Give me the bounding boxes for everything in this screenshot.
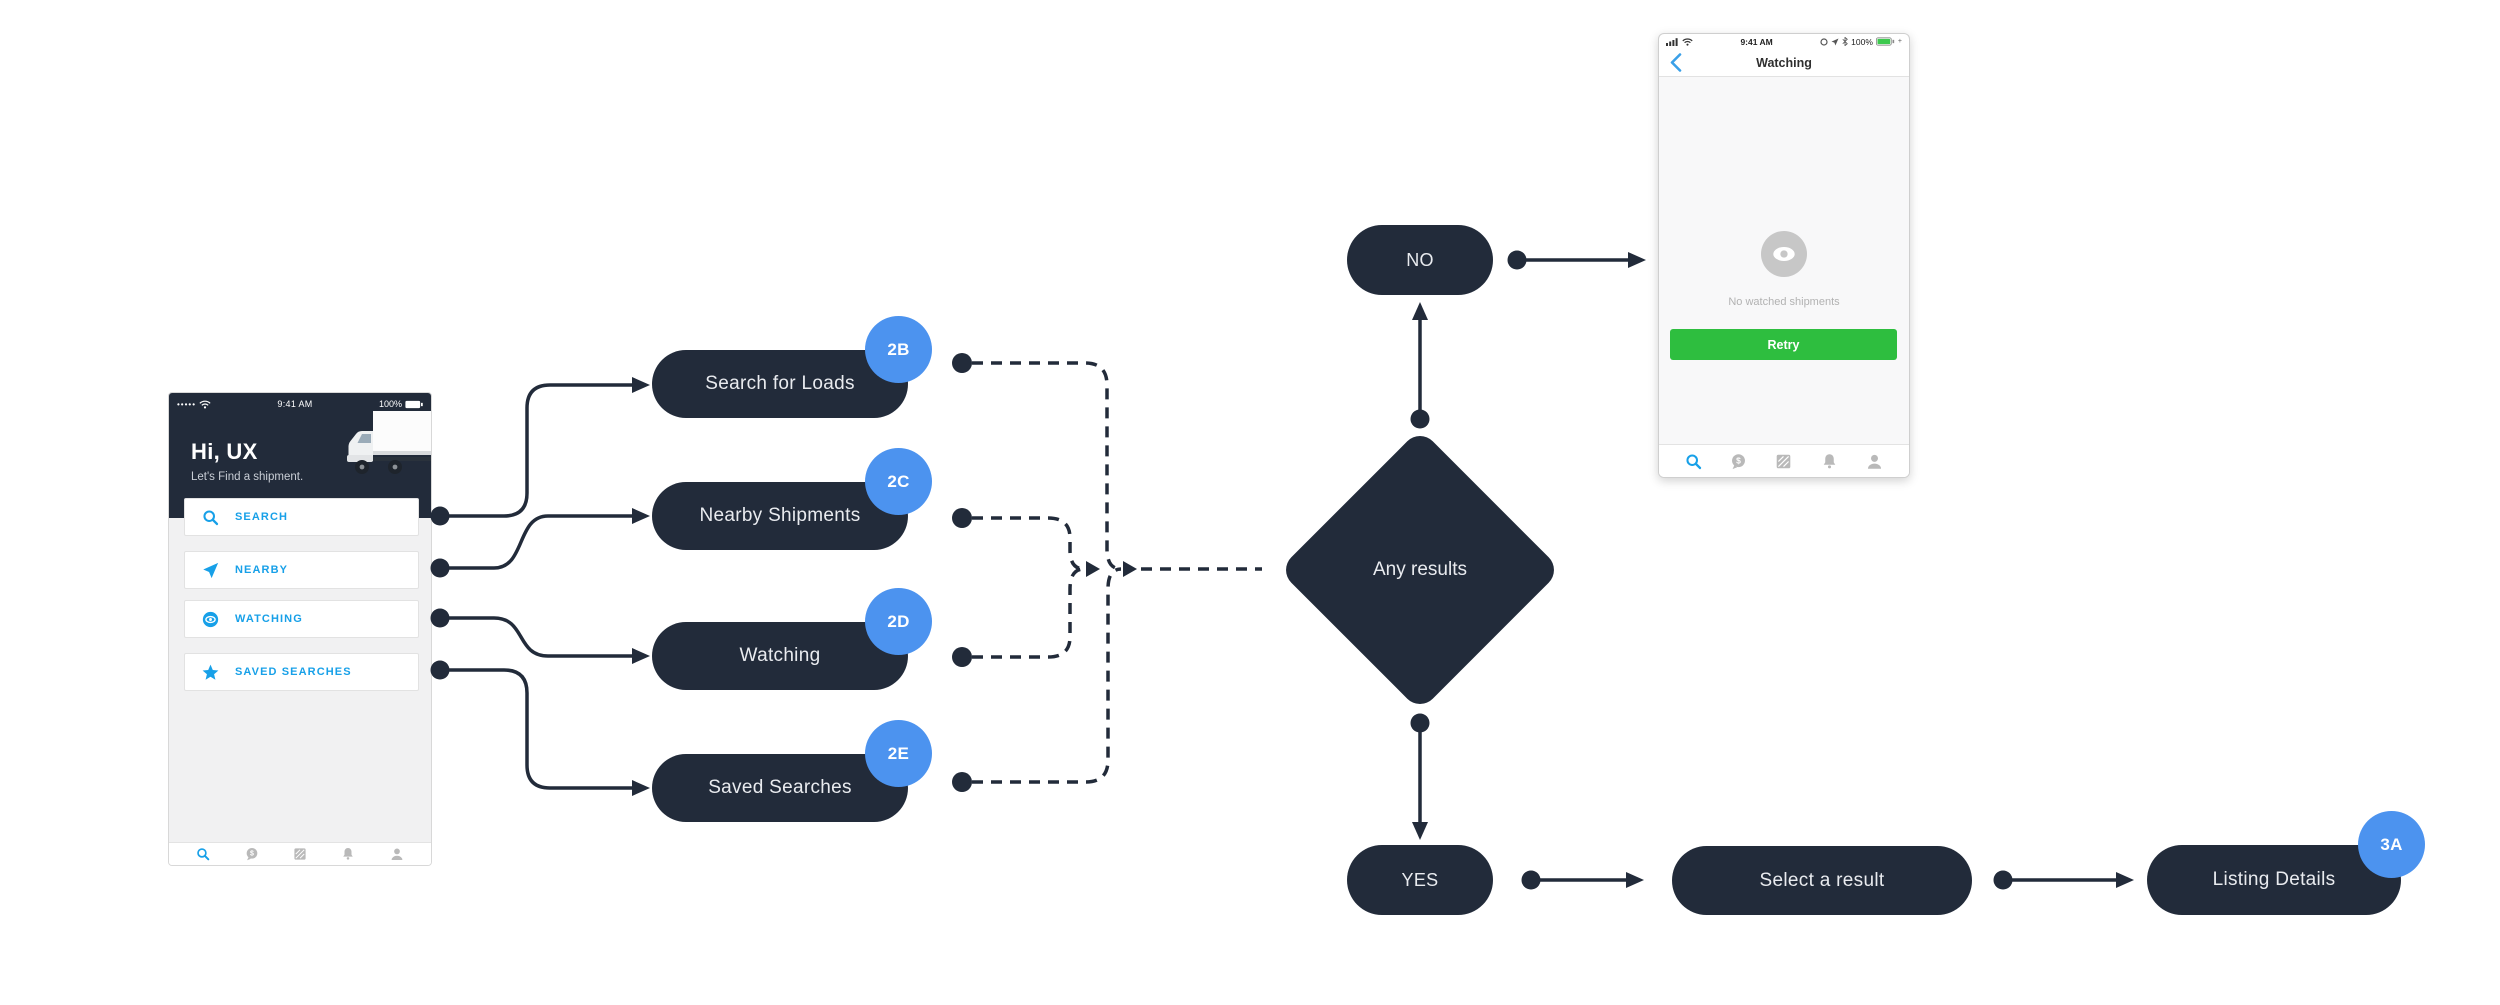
svg-text:$: $ [1736,455,1741,465]
search-icon [203,509,219,525]
watching-eye-icon [202,611,219,627]
menu-item-search[interactable]: SEARCH [184,498,419,536]
battery-percent: 100% [378,399,402,409]
step-badge-2b: 2B [865,316,932,383]
menu-item-saved-searches[interactable]: SAVED SEARCHES [184,653,419,691]
payments-bubble-icon[interactable]: $ [1730,453,1747,470]
wifi-icon [1682,37,1693,46]
charging-icon: + [1897,38,1902,45]
home-screen-mockup: ••••• 9:41 AM 100% Hi, UX Let's Find a s… [168,392,432,866]
notifications-bell-icon[interactable] [341,847,355,861]
node-label: YES [1401,869,1439,890]
empty-state-message: No watched shipments [1728,296,1840,308]
node-label: Listing Details [2212,869,2336,890]
node-label: Select a result [1759,869,1885,891]
signal-bars-icon [1666,38,1678,46]
menu-label: NEARBY [235,564,289,576]
flow-node-search-for-loads: Search for Loads 2B [652,316,932,418]
dashed-merge-to-decision [1086,561,1262,577]
connector-yes-to-select [1521,870,1644,890]
decision-any-results: Any results [1278,428,1562,712]
node-label: NO [1406,249,1434,270]
battery-icon [1875,37,1895,46]
flow-node-saved-searches: Saved Searches 2E [652,720,932,822]
orientation-lock-icon [1820,37,1828,46]
dashed-2c-to-decision [952,508,1085,571]
node-label: Nearby Shipments [699,505,861,526]
search-icon[interactable] [196,847,210,861]
connector-no-to-screen [1507,250,1646,270]
connector-saved-to-pill [430,660,650,796]
flow-node-nearby-shipments: Nearby Shipments 2C [652,448,932,550]
flow-node-watching: Watching 2D [652,588,932,690]
step-badge-2e: 2E [865,720,932,787]
battery-percent: 100% [1851,36,1873,47]
flow-node-no: NO [1347,225,1493,295]
nav-bar: Watching [1659,49,1909,77]
news-grid-icon[interactable] [293,847,307,861]
connector-select-to-listing [1993,870,2134,890]
flow-node-select-a-result: Select a result [1672,846,1972,915]
menu-label: SEARCH [235,511,289,523]
notifications-bell-icon[interactable] [1821,453,1838,470]
nearby-arrow-icon [203,562,219,578]
step-badge-2d: 2D [865,588,932,655]
svg-text:$: $ [250,851,254,858]
wifi-icon [199,400,211,409]
profile-icon[interactable] [390,847,404,861]
decision-label: Any results [1373,558,1467,580]
greeting-title: Hi, UX [191,439,258,464]
status-time: 9:41 AM [277,399,313,409]
bluetooth-icon [1842,37,1849,46]
step-badge-3a: 3A [2358,811,2425,878]
retry-button[interactable]: Retry [1670,329,1897,360]
dashed-2d-to-decision [952,567,1085,667]
truck-illustration [347,411,431,474]
connector-nearby-to-pill [430,508,650,578]
connector-decision-to-yes [1410,713,1430,840]
menu-item-nearby[interactable]: NEARBY [184,551,419,589]
node-label: Watching [739,645,821,666]
news-grid-icon[interactable] [1775,453,1792,470]
node-label: Search for Loads [705,373,855,394]
watching-content: No watched shipments Retry [1659,77,1909,449]
node-label: Saved Searches [708,777,852,798]
home-tab-bar: $ [169,842,431,865]
menu-item-watching[interactable]: WATCHING [184,600,419,638]
home-header: ••••• 9:41 AM 100% Hi, UX Let's Find a s… [169,393,431,518]
payments-bubble-icon[interactable]: $ [245,847,259,861]
search-icon[interactable] [1685,453,1702,470]
flow-node-listing-details: Listing Details 3A [2147,811,2425,915]
connector-decision-to-no [1410,302,1430,429]
menu-label: WATCHING [235,613,303,625]
dashed-2e-to-decision [952,567,1122,792]
screen-title: Watching [1756,55,1812,70]
flow-node-yes: YES [1347,845,1493,915]
location-arrow-icon [1831,38,1839,45]
status-time: 9:41 AM [1740,36,1773,47]
greeting-subtitle: Let's Find a shipment. [191,471,304,483]
connector-search-to-pill [430,377,650,526]
back-chevron-icon[interactable] [1670,53,1682,72]
star-icon [202,664,219,680]
status-bar: ••••• 9:41 AM 100% [169,393,431,415]
step-badge-2c: 2C [865,448,932,515]
watching-screen-mockup: 9:41 AM 100% + Watching [1658,33,1910,478]
eye-circle-icon [1761,231,1807,277]
watching-tab-bar: $ [1659,444,1909,477]
signal-dots-icon: ••••• [177,399,197,409]
menu-label: SAVED SEARCHES [235,666,352,678]
profile-icon[interactable] [1866,453,1883,470]
dashed-2b-to-decision [952,353,1122,571]
battery-icon [405,400,423,408]
connector-watching-to-pill [430,608,650,664]
status-bar: 9:41 AM 100% + [1659,34,1909,49]
greeting-block: Hi, UX Let's Find a shipment. [191,439,303,483]
